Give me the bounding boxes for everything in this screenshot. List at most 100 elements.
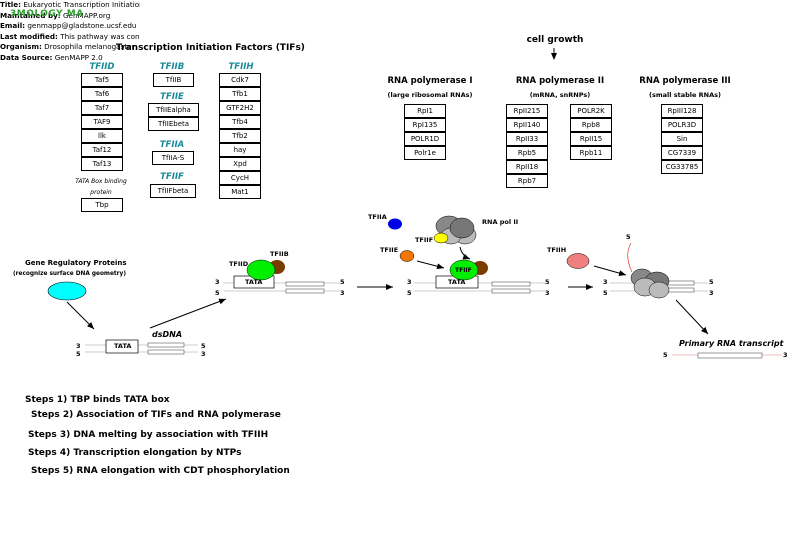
dna2-3prime-top: 3 [215, 278, 220, 286]
tfiia-shape [388, 218, 402, 230]
meta-organism-row: Organism: Drosophila melanogaster [0, 42, 135, 51]
tfiif-complex-shape [449, 259, 479, 281]
gene-box[interactable]: CG7339 [661, 146, 703, 160]
gene-box[interactable]: llk [81, 129, 123, 143]
dsdna-segment-3 [414, 275, 545, 294]
transcript-box [697, 352, 763, 359]
tfiie-arrow [416, 260, 445, 270]
gene-box[interactable]: RpII215 [506, 104, 548, 118]
gene-regulatory-label: Gene Regulatory Proteins [25, 259, 127, 267]
dna2-5prime-top: 5 [340, 278, 345, 286]
gene-box[interactable]: Taf12 [81, 143, 123, 157]
gene-box[interactable]: hay [219, 143, 261, 157]
dna1-3prime-bottom: 3 [201, 350, 206, 358]
dna3-3prime-bottom: 3 [545, 289, 550, 297]
arrow-to-dsdna [66, 301, 95, 330]
gene-box[interactable]: GTF2H2 [219, 101, 261, 115]
gene-box[interactable]: POLR1D [404, 132, 446, 146]
primary-transcript-label: Primary RNA transcript [679, 339, 784, 348]
gene-box[interactable]: Taf13 [81, 157, 123, 171]
transcript-3prime: 3 [783, 351, 788, 359]
pol2-title: RNA polymerase II [515, 76, 605, 86]
gene-box[interactable]: TfIIFbeta [150, 184, 196, 198]
gene-box[interactable]: CycH [219, 171, 261, 185]
gene-box[interactable]: CG33785 [661, 160, 703, 174]
step-3: Steps 3) DNA melting by association with… [28, 430, 269, 440]
dna4-5prime-top: 5 [709, 278, 714, 286]
dna4-3prime-top: 3 [603, 278, 608, 286]
rna-pol-ii-label: RNA pol II [482, 218, 519, 226]
tata-label-1: TATA [114, 342, 132, 350]
gene-box[interactable]: Rpb5 [506, 146, 548, 160]
gene-box[interactable]: Rpb8 [570, 118, 612, 132]
gene-box[interactable]: Tfb2 [219, 129, 261, 143]
meta-maintained-row: Maintained by: GenMAPP.org [0, 10, 111, 20]
gene-box[interactable]: Taf5 [81, 73, 123, 87]
gene-box[interactable]: Cdk7 [219, 73, 261, 87]
dna1-3prime-top: 3 [76, 342, 81, 350]
dsdna-segment-2 [224, 275, 340, 294]
transcription-complex-shape [630, 268, 670, 299]
pol3-subtitle: (small stable RNAs) [649, 91, 721, 99]
tfiia-diagram-label: TFIIA [368, 213, 387, 221]
gene-box[interactable]: Taf6 [81, 87, 123, 101]
gene-box[interactable]: Sin [661, 132, 703, 146]
gene-box[interactable]: Tfb4 [219, 115, 261, 129]
arrow-to-transcript [675, 299, 709, 335]
dna1-5prime-bottom: 5 [76, 350, 81, 358]
gene-box[interactable]: TfIIB [153, 73, 194, 87]
gene-box[interactable]: TfIIEalpha [148, 103, 199, 117]
dna4-3prime-bottom: 3 [709, 289, 714, 297]
rna-5prime-label: 5 [626, 233, 631, 241]
gene-box[interactable]: Rpb7 [506, 174, 548, 188]
dna4-5prime-bottom: 5 [603, 289, 608, 297]
gene-box[interactable]: TAF9 [81, 115, 123, 129]
tfiih-shape [566, 253, 590, 269]
gene-box[interactable]: Rpb11 [570, 146, 612, 160]
gene-box[interactable]: RpII18 [506, 160, 548, 174]
gene-box-tbp[interactable]: Tbp [81, 198, 123, 212]
gene-box[interactable]: Polr1e [404, 146, 446, 160]
tfiid-diagram-label: TFIID [229, 260, 249, 268]
gene-box[interactable]: Xpd [219, 157, 261, 171]
meta-email-row: Email: genmapp@gladstone.ucsf.edu [0, 21, 137, 30]
pathway-metadata: Title: Eukaryotic Transcription Initiati… [0, 0, 140, 63]
tfiif-diagram-label: TFIIF [415, 236, 434, 244]
tfiid-title: TFIID [89, 62, 115, 72]
gene-box[interactable]: Taf7 [81, 101, 123, 115]
tfiie-shape [399, 250, 415, 262]
gene-box[interactable]: TfIIEbeta [148, 117, 199, 131]
pol1-title: RNA polymerase I [387, 76, 473, 86]
dna1-5prime-top: 5 [201, 342, 206, 350]
arrow-to-complex-1 [149, 298, 227, 329]
tfiih-title: TFIIH [228, 62, 254, 72]
step-1: Steps 1) TBP binds TATA box [25, 395, 170, 405]
gene-box[interactable]: RpII15 [570, 132, 612, 146]
step-5: Steps 5) RNA elongation with CDT phospho… [31, 466, 290, 476]
gene-box[interactable]: RpI135 [404, 118, 446, 132]
dsdna-segment-1 [85, 339, 198, 355]
tif-header: Transcription Initiation Factors (TIFs) [116, 43, 305, 53]
gene-box[interactable]: TfIIA-S [152, 151, 194, 165]
gene-box[interactable]: RpIII128 [661, 104, 703, 118]
pol1-subtitle: (large ribosomal RNAs) [387, 91, 473, 99]
gene-box[interactable]: POLR3D [661, 118, 703, 132]
gene-box[interactable]: RpII33 [506, 132, 548, 146]
dna2-5prime-bottom: 5 [215, 289, 220, 297]
dna3-5prime-top: 5 [545, 278, 550, 286]
gene-box[interactable]: Mat1 [219, 185, 261, 199]
tfiif-inner-label: TFIIF [455, 267, 472, 274]
meta-title-row: Title: Eukaryotic Transcription Initiati… [0, 0, 140, 9]
tfiif-title: TFIIF [160, 172, 184, 182]
gene-box[interactable]: POLR2K [570, 104, 612, 118]
cell-growth-label: cell growth [526, 35, 584, 45]
tfiih-diagram-label: TFIIH [547, 246, 567, 254]
gene-box[interactable]: RpI1 [404, 104, 446, 118]
gene-box[interactable]: RpII140 [506, 118, 548, 132]
pol3-title: RNA polymerase III [639, 76, 731, 86]
tfiia-title: TFIIA [159, 140, 185, 150]
tbp-note: TATA Box binding protein [75, 178, 127, 196]
dna3-5prime-bottom: 5 [407, 289, 412, 297]
dsdna-label: dsDNA [152, 330, 183, 339]
gene-box[interactable]: Tfb1 [219, 87, 261, 101]
